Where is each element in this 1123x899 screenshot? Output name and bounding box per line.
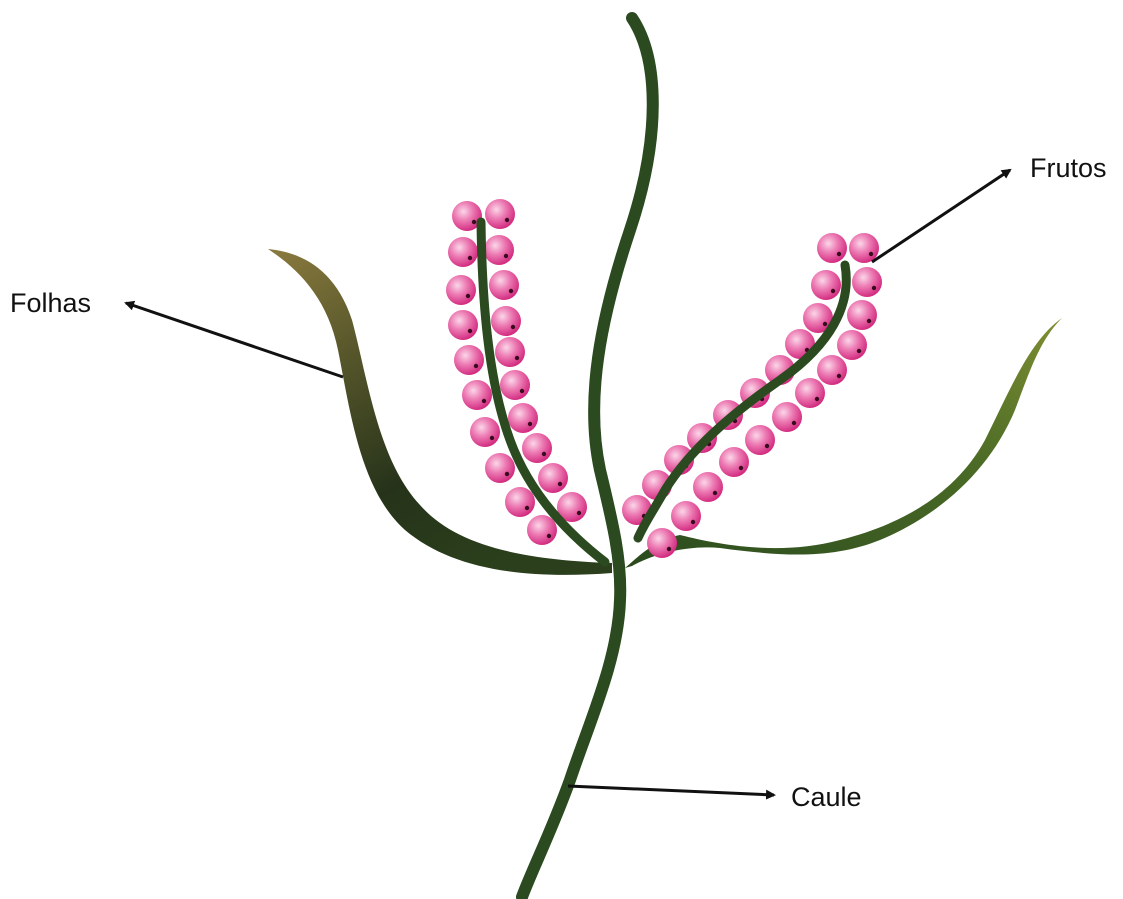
label-frutos: Frutos (1030, 153, 1107, 183)
folhas-arrow (126, 303, 343, 377)
caule-arrow (568, 786, 774, 795)
left-fruit-cluster (446, 199, 587, 545)
frutos-arrow (872, 170, 1010, 262)
label-folhas: Folhas (10, 288, 91, 318)
label-caule: Caule (791, 782, 862, 812)
